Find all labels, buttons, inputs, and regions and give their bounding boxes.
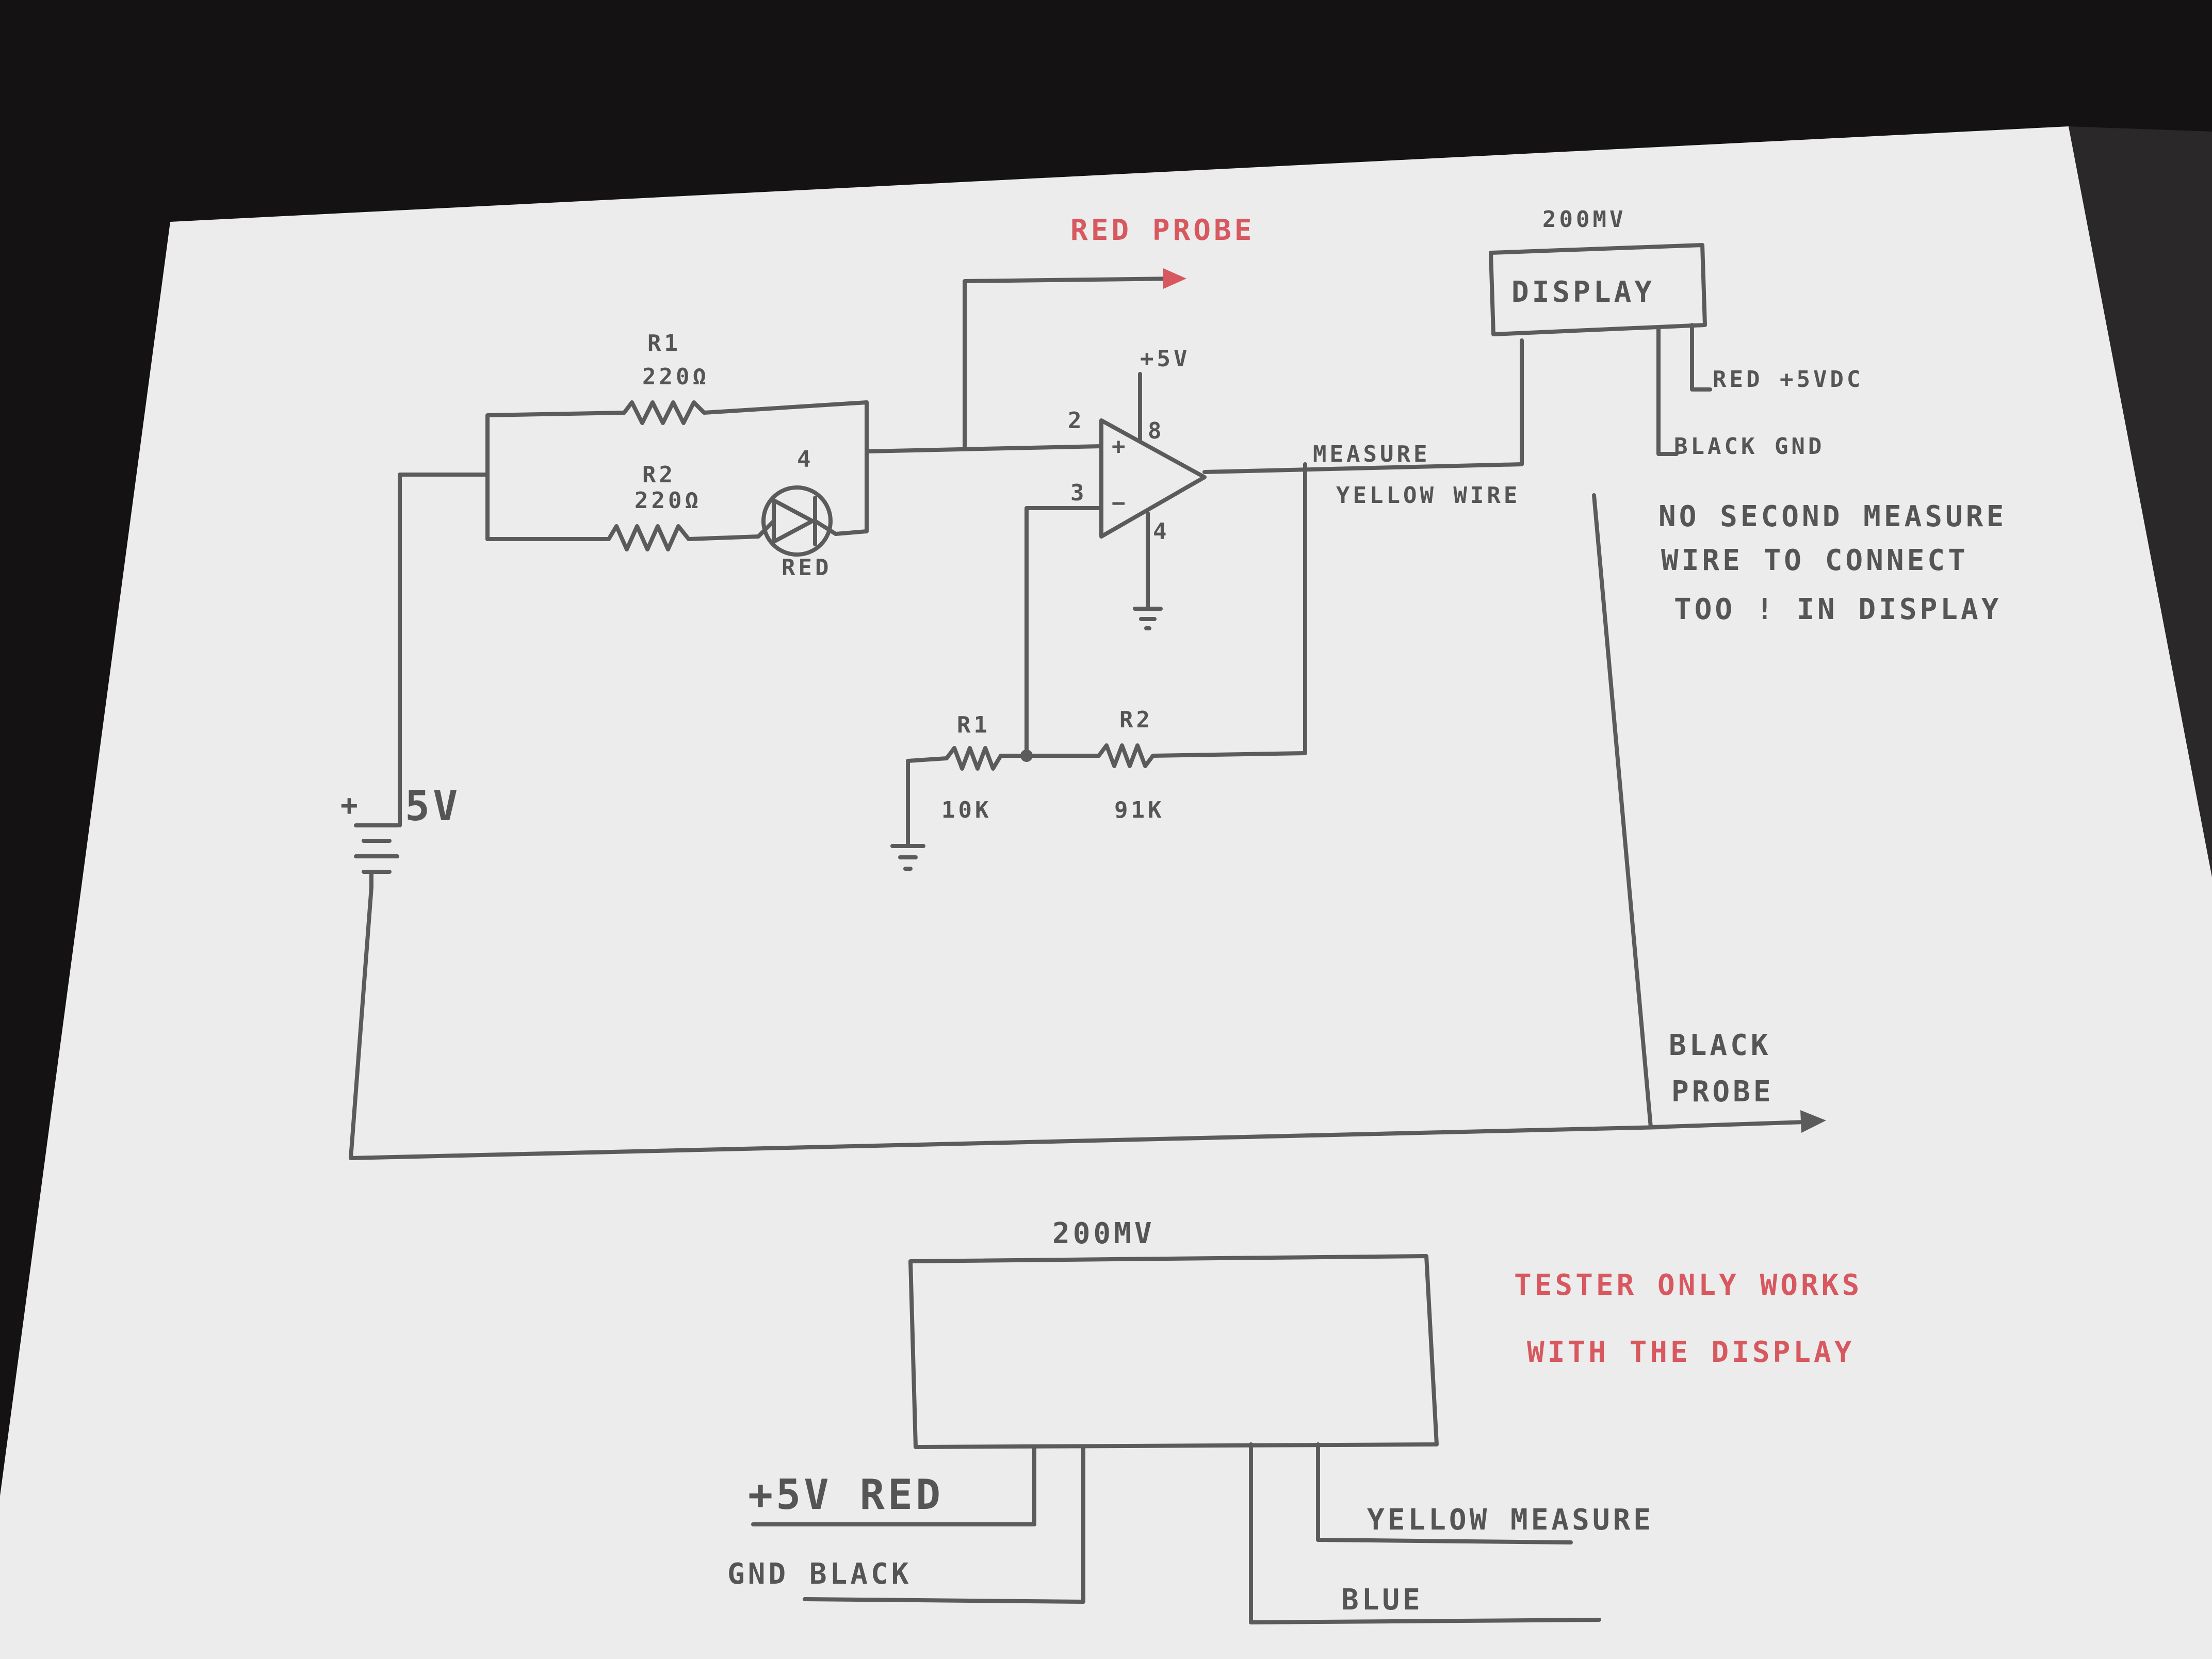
node-to-opamp-wire xyxy=(865,444,1103,453)
opamp-pin2-label: 2 xyxy=(1068,408,1085,434)
display-red-lead xyxy=(1690,323,1712,392)
battery-top-wire xyxy=(398,473,490,827)
tester-note-line-1: TESTER ONLY WORKS xyxy=(1514,1268,1862,1302)
r2-top-value: 220Ω xyxy=(635,487,702,514)
led-color-label: RED xyxy=(782,555,832,581)
wire-blue xyxy=(1249,1442,1601,1624)
r2-bottom-name: R2 xyxy=(1119,707,1153,733)
display-bottom-title: 200MV xyxy=(1052,1217,1155,1250)
opamp-minus-wire xyxy=(1024,506,1103,758)
battery-bottom-wire xyxy=(349,885,1663,1160)
feedback-node-dot xyxy=(1020,750,1033,762)
display-top-label: DISPLAY xyxy=(1511,275,1655,309)
opamp-minus-sign: − xyxy=(1112,490,1129,516)
black-probe-label-2: PROBE xyxy=(1671,1075,1774,1109)
paper-shadow-edge xyxy=(2069,126,2212,877)
opamp-pin8-label: 8 xyxy=(1148,418,1165,444)
display-top-title: 200MV xyxy=(1542,206,1626,233)
wire-yellow-measure xyxy=(1316,1442,1573,1544)
red-probe-wire xyxy=(963,276,1178,448)
battery-symbol xyxy=(354,823,399,889)
opamp-pin3-label: 3 xyxy=(1070,480,1087,506)
led-symbol xyxy=(756,485,838,557)
display-bottom-box xyxy=(908,1254,1439,1449)
r1-bottom-value: 10K xyxy=(941,797,991,823)
opamp-triangle xyxy=(1099,418,1207,539)
display-top-box xyxy=(1489,243,1707,336)
black-probe-label-1: BLACK xyxy=(1669,1029,1771,1062)
black-gnd-label: BLACK GND xyxy=(1674,433,1825,460)
red-5vdc-label: RED +5VDC xyxy=(1713,366,1863,393)
branch-left-wire xyxy=(485,411,626,541)
wire-gnd-black xyxy=(803,1445,1085,1604)
r1-top-name: R1 xyxy=(647,330,681,356)
battery-voltage-label: 5V xyxy=(405,782,461,830)
opamp-vcc-label: +5V xyxy=(1140,346,1190,372)
r1-ground-symbol xyxy=(890,844,925,871)
measure-label: MEASURE xyxy=(1313,441,1430,467)
opamp-output-wire xyxy=(1202,338,1524,474)
red-probe-label: RED PROBE xyxy=(1070,214,1255,247)
black-probe-arrow xyxy=(1800,1110,1826,1133)
r2-top-resistor xyxy=(607,524,760,551)
ground-r1-wire xyxy=(906,756,949,848)
led-pin-label: 4 xyxy=(797,446,814,473)
r1-top-resistor xyxy=(622,400,869,425)
r2-bottom-resistor xyxy=(1024,645,1307,768)
tester-note-line-2: WITH THE DISPLAY xyxy=(1527,1336,1855,1369)
branch-right-wire xyxy=(834,400,869,536)
r1-bottom-name: R1 xyxy=(957,712,990,738)
r1-top-value: 220Ω xyxy=(642,364,709,390)
black-probe-wire xyxy=(1592,493,1808,1129)
display-black-lead xyxy=(1656,326,1679,456)
opamp-plus-sign: + xyxy=(1112,433,1129,460)
r2-bottom-value: 91K xyxy=(1114,797,1164,823)
yellow-wire-label: YELLOW WIRE xyxy=(1336,482,1520,509)
opamp-pin4-label: 4 xyxy=(1153,518,1170,545)
note-line-3: TOO ! IN DISPLAY xyxy=(1674,593,2002,626)
battery-plus-label: + xyxy=(340,789,361,822)
label-yellow-measure: YELLOW MEASURE xyxy=(1367,1503,1654,1537)
red-probe-arrow xyxy=(1163,268,1186,289)
label-5v-red: +5V RED xyxy=(748,1471,944,1519)
opamp-ground-symbol xyxy=(1133,607,1163,630)
r2-top-name: R2 xyxy=(642,462,676,488)
note-line-1: NO SECOND MEASURE xyxy=(1658,500,2007,533)
paper-sheet xyxy=(0,126,2212,1659)
wire-5v-red xyxy=(751,1445,1036,1526)
label-gnd-black: GND BLACK xyxy=(727,1557,912,1591)
label-blue: BLUE xyxy=(1341,1583,1423,1617)
r1-bottom-resistor xyxy=(945,746,1029,771)
note-line-2: WIRE TO CONNECT xyxy=(1661,544,1969,577)
